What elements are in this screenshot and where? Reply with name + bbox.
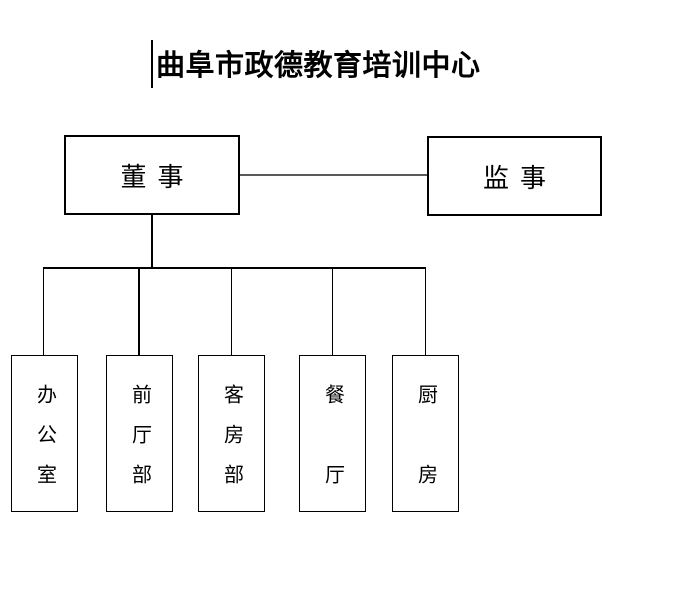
department-box-dining-hall: 餐厅 bbox=[299, 355, 366, 544]
connector-drop-housekeeping bbox=[230, 267, 232, 355]
department-box-housekeeping: 客房部 bbox=[198, 355, 265, 512]
supervisor-label: 监事 bbox=[482, 163, 557, 193]
department-box-office: 办公室 bbox=[11, 355, 78, 512]
connector-drop-dining-hall bbox=[331, 267, 333, 355]
director-label: 董事 bbox=[120, 162, 195, 192]
department-label: 前厅部 bbox=[128, 383, 151, 504]
text-cursor-bar bbox=[151, 40, 153, 88]
connector-director-stem bbox=[151, 215, 153, 268]
department-label: 客房部 bbox=[220, 383, 243, 504]
department-box-front-office: 前厅部 bbox=[106, 355, 173, 512]
department-label: 厨房 bbox=[414, 383, 437, 544]
connector-drop-office bbox=[42, 267, 44, 355]
connector-distribution-rail bbox=[43, 267, 426, 269]
connector-drop-front-office bbox=[138, 267, 140, 355]
node-box-supervisor: 监事 bbox=[427, 136, 602, 216]
department-label: 办公室 bbox=[33, 383, 56, 504]
department-label: 餐厅 bbox=[321, 383, 344, 544]
connector-director-supervisor bbox=[240, 174, 427, 176]
page-title: 曲阜市政德教育培训中心 bbox=[156, 50, 481, 82]
node-box-director: 董事 bbox=[64, 135, 240, 215]
connector-drop-kitchen bbox=[424, 267, 426, 355]
department-box-kitchen: 厨房 bbox=[392, 355, 459, 544]
